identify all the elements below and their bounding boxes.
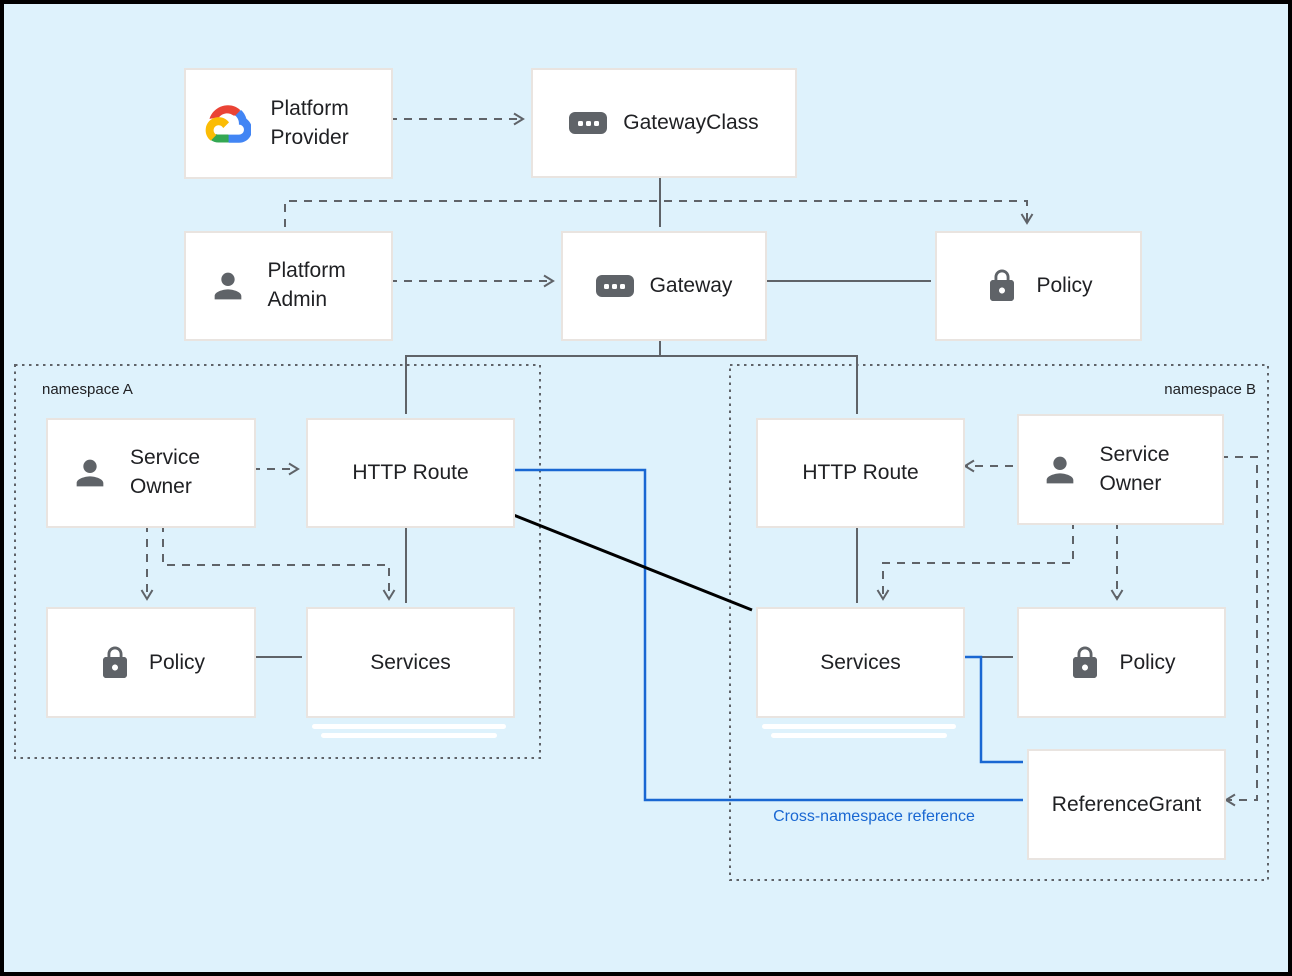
node-policy-a-label: Policy [148,650,206,674]
node-policy-a: Policy [46,607,256,718]
person-icon [1040,450,1080,490]
services-b-stack-line-1 [762,724,956,729]
node-referencegrant: ReferenceGrant [1027,749,1226,860]
node-httproute-a-label: HTTP Route [352,461,469,484]
services-a-stack-line-1 [312,724,506,729]
node-httproute-a: HTTP Route [306,418,515,528]
services-a-stack-line-2 [321,733,497,738]
node-gateway-label: Gateway [649,274,733,297]
node-service-owner-b-label: Service Owner [1099,442,1170,495]
node-services-b-label: Services [820,650,901,674]
namespace-a-label: namespace A [42,381,133,398]
node-service-owner-a-label: Service Owner [130,446,201,498]
node-service-owner-b: Service Owner [1017,414,1224,525]
edge-services-b-referencegrant-blue [961,655,1023,764]
node-policy-cluster-label: Policy [1036,274,1093,297]
node-service-owner-a: Service Owner [46,418,256,528]
node-platform-admin: Platform Admin [184,231,393,341]
node-services-a: Services [306,607,515,718]
node-platform-provider-label: Platform Provider [270,96,349,149]
lock-icon [984,268,1020,304]
node-services-b: Services [756,607,965,718]
node-platform-admin-label: Platform Admin [267,259,346,311]
node-gatewayclass: GatewayClass [531,68,797,178]
google-cloud-logo-icon [205,104,251,143]
edge-gateway-httproutes [405,337,858,414]
node-httproute-b: HTTP Route [756,418,965,528]
cross-namespace-reference-label: Cross-namespace reference [773,808,975,825]
edge-httproute-a-services-b-black [510,512,753,612]
edge-admin-policy [284,200,1034,227]
edge-owner-b-services-b [876,521,1074,601]
lock-icon [1067,645,1103,681]
namespace-b-label: namespace B [1164,381,1256,398]
node-platform-provider: Platform Provider [184,68,393,179]
person-icon [70,453,110,493]
node-policy-b: Policy [1017,607,1226,718]
services-b-stack-line-2 [771,733,947,738]
node-gateway: Gateway [561,231,767,341]
resource-chip-icon [595,275,634,297]
node-services-a-label: Services [370,650,451,674]
node-gatewayclass-label: GatewayClass [623,111,759,134]
lock-icon [97,645,133,681]
node-policy-cluster: Policy [935,231,1142,341]
node-httproute-b-label: HTTP Route [802,461,919,484]
person-icon [208,266,248,306]
node-policy-b-label: Policy [1119,650,1176,674]
edge-owner-a-services-a [162,524,396,601]
node-referencegrant-label: ReferenceGrant [1051,792,1202,816]
resource-chip-icon [569,112,608,134]
